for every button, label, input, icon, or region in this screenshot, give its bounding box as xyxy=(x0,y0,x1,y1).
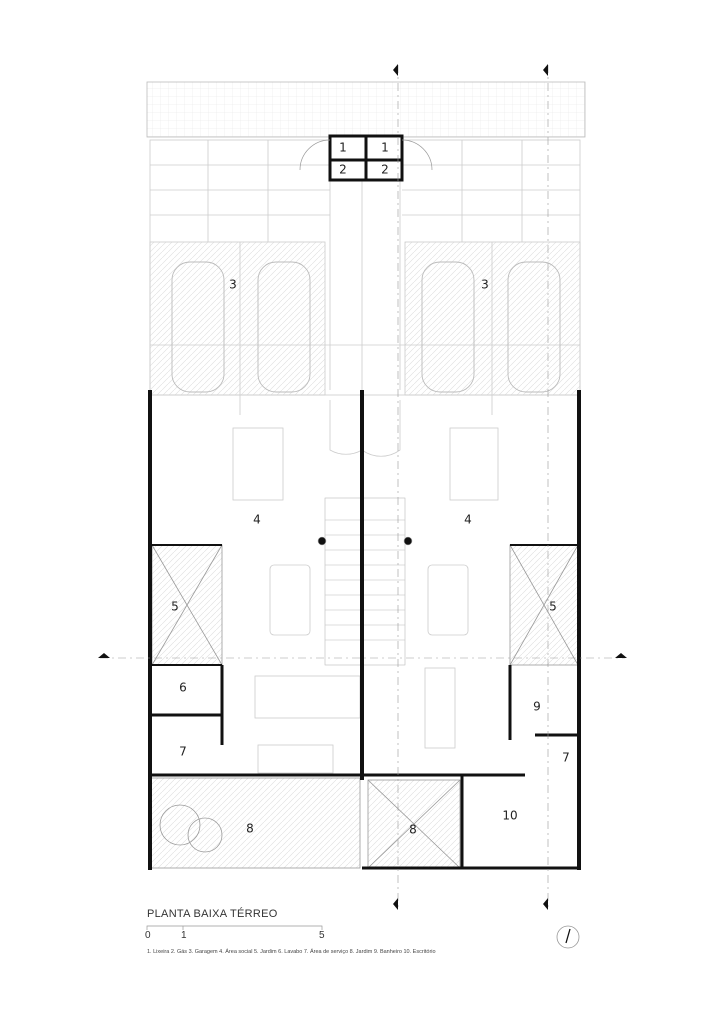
svg-text:5: 5 xyxy=(171,600,179,614)
gardens xyxy=(149,544,579,869)
car-icon xyxy=(507,261,561,393)
section-marker-icon xyxy=(98,653,110,658)
section-marker-icon xyxy=(615,653,627,658)
svg-text:9: 9 xyxy=(533,700,541,714)
axis-lines xyxy=(100,65,625,910)
stair xyxy=(317,497,413,666)
svg-text:2: 2 xyxy=(339,163,347,177)
paving-grid-right xyxy=(402,140,580,242)
walls xyxy=(148,390,581,870)
svg-text:7: 7 xyxy=(562,751,570,765)
scale-label-5: 5 xyxy=(319,930,325,941)
svg-text:8: 8 xyxy=(246,822,254,836)
north-arrow-icon xyxy=(556,925,580,949)
svg-text:10: 10 xyxy=(502,809,517,823)
svg-text:5: 5 xyxy=(549,600,557,614)
svg-text:4: 4 xyxy=(253,513,261,527)
section-marker-icon xyxy=(543,64,548,76)
svg-text:7: 7 xyxy=(179,745,187,759)
svg-text:3: 3 xyxy=(481,278,489,292)
car-icon xyxy=(257,261,311,393)
section-marker-icon xyxy=(393,898,398,910)
scale-bar xyxy=(146,925,323,930)
cars xyxy=(171,261,561,393)
room-legend: 1. Lixeira 2. Gás 3. Garagem 4. Área soc… xyxy=(147,949,436,955)
room-labels: 1 1 2 2 3 3 4 4 5 5 6 7 7 8 8 9 10 xyxy=(171,141,570,837)
svg-text:3: 3 xyxy=(229,278,237,292)
interior-light xyxy=(232,400,499,774)
sidewalk-strip xyxy=(146,81,586,138)
scale-label-1: 1 xyxy=(181,930,187,941)
paving-grid-left xyxy=(150,140,330,242)
section-marker-icon xyxy=(393,64,398,76)
svg-text:8: 8 xyxy=(409,823,417,837)
section-marker-icon xyxy=(543,898,548,910)
car-icon xyxy=(171,261,225,393)
svg-text:1: 1 xyxy=(339,141,347,155)
plan-title: PLANTA BAIXA TÉRREO xyxy=(147,908,278,920)
svg-text:2: 2 xyxy=(381,163,389,177)
trash-gas-enclosure xyxy=(299,134,433,182)
svg-text:1: 1 xyxy=(381,141,389,155)
scale-label-0: 0 xyxy=(145,930,151,941)
svg-text:6: 6 xyxy=(179,681,187,695)
section-markers xyxy=(98,64,627,910)
svg-text:4: 4 xyxy=(464,513,472,527)
car-icon xyxy=(421,261,475,393)
garage-area xyxy=(149,139,581,415)
